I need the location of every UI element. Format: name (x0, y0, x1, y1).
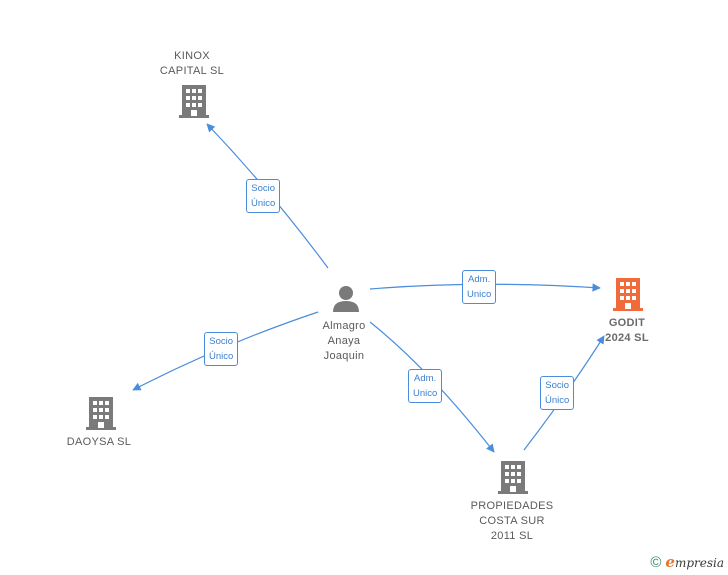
node-label-person[interactable]: Almagro Anaya Joaquin (322, 319, 365, 364)
building-icon[interactable] (498, 461, 528, 494)
relation-label-line: Socio (545, 380, 570, 391)
node-label-godit[interactable]: GODIT 2024 SL (605, 316, 649, 346)
relation-box-person-godit[interactable]: Adm. Unico (462, 270, 497, 304)
building-icon[interactable] (613, 278, 643, 311)
relation-box-person-daoysa[interactable]: Socio Único (204, 332, 239, 366)
relation-label-line: Unico (467, 289, 492, 300)
node-label-line: KINOX (174, 50, 210, 62)
node-label-propiedades[interactable]: PROPIEDADES COSTA SUR 2011 SL (471, 499, 554, 544)
node-label-line: CAPITAL SL (159, 65, 225, 77)
node-label-line: COSTA SUR (479, 515, 545, 527)
node-label-kinox[interactable]: KINOX CAPITAL SL (160, 49, 224, 79)
node-label-line: Joaquin (323, 350, 365, 362)
node-label-line: GODIT (608, 317, 646, 329)
brand-name: mpresia (674, 556, 724, 570)
node-label-line: 2024 SL (605, 332, 649, 344)
relation-box-person-propiedades[interactable]: Adm. Unico (408, 369, 443, 403)
copyright-symbol: © (650, 553, 662, 571)
relation-label-line: Único (209, 351, 234, 362)
relation-label-line: Socio (251, 183, 276, 194)
relation-label-line: Adm. (414, 373, 437, 384)
relation-label-line: Unico (413, 388, 438, 399)
relation-box-person-kinox[interactable]: Socio Único (246, 179, 281, 213)
footer-brand[interactable]: © empresia (650, 553, 724, 571)
relation-label-line: Único (545, 395, 570, 406)
node-label-line: Anaya (327, 335, 361, 347)
node-label-line: 2011 SL (490, 530, 534, 542)
node-label-line: DAOYSA SL (66, 436, 132, 448)
building-icon[interactable] (86, 397, 116, 430)
brand-initial: e (665, 553, 675, 571)
relation-label-line: Socio (209, 336, 234, 347)
relation-label-line: Adm. (468, 274, 491, 285)
relation-label-line: Único (251, 198, 276, 209)
relation-box-propiedades-godit[interactable]: Socio Único (540, 376, 575, 410)
node-label-line: Almagro (322, 320, 366, 332)
node-label-daoysa[interactable]: DAOYSA SL (67, 435, 131, 450)
node-label-line: PROPIEDADES (470, 500, 554, 512)
brand-logo: empresia (665, 553, 724, 571)
person-icon[interactable] (333, 286, 359, 312)
building-icon[interactable] (179, 85, 209, 118)
